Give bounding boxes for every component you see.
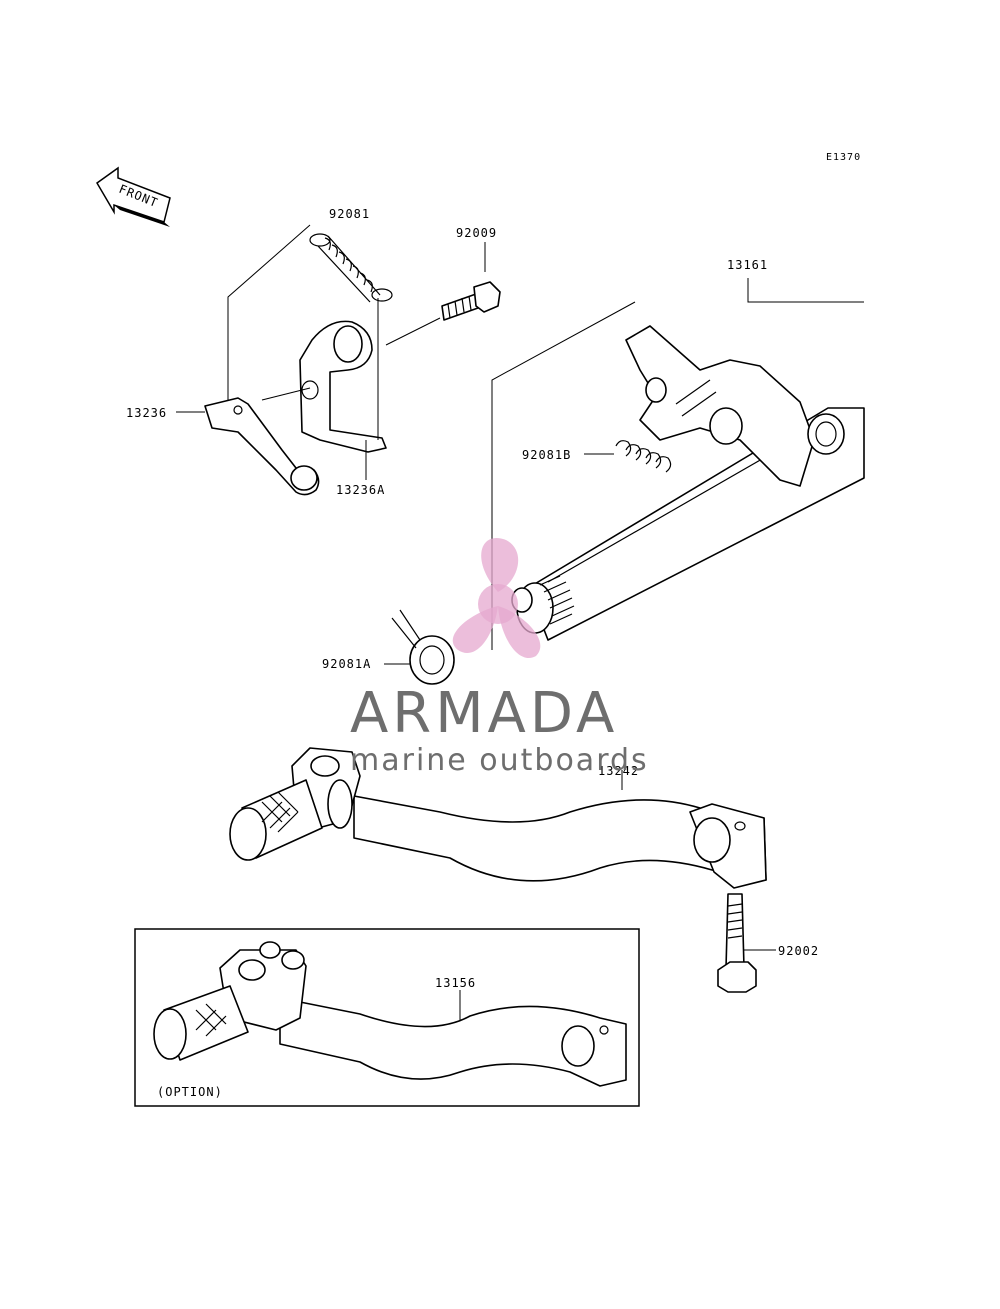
- bolt-92009: [441, 281, 501, 321]
- spring-92081B: [615, 440, 672, 473]
- part-label-13242: 13242: [598, 764, 639, 778]
- part-label-92081: 92081: [329, 207, 370, 221]
- pedal-option-13156: [153, 941, 627, 1087]
- front-arrow-icon: FRONT: [96, 166, 171, 227]
- arm-plate-13236A: [299, 320, 387, 453]
- shaft-13161: [511, 325, 865, 641]
- bolt-92002: [717, 893, 757, 993]
- part-label-13156: 13156: [435, 976, 476, 990]
- watermark: ARMADA marine outboards: [350, 538, 649, 778]
- arm-13236: [204, 397, 320, 496]
- watermark-brand: ARMADA: [350, 681, 618, 746]
- option-label: (OPTION): [157, 1085, 223, 1099]
- part-label-92002: 92002: [778, 944, 819, 958]
- watermark-tagline: marine outboards: [350, 743, 649, 778]
- spring-92081: [309, 233, 393, 303]
- part-label-92081B: 92081B: [522, 448, 571, 462]
- figure-code: E1370: [826, 152, 861, 163]
- part-label-92081A: 92081A: [322, 657, 371, 671]
- part-label-13236A: 13236A: [336, 483, 385, 497]
- option-frame: [134, 928, 640, 1107]
- part-label-13161: 13161: [727, 258, 768, 272]
- pedal-13242: [229, 747, 767, 889]
- part-label-92009: 92009: [456, 226, 497, 240]
- part-label-13236: 13236: [126, 406, 167, 420]
- propeller-logo-icon: [452, 538, 541, 658]
- spring-92081A: [391, 609, 455, 685]
